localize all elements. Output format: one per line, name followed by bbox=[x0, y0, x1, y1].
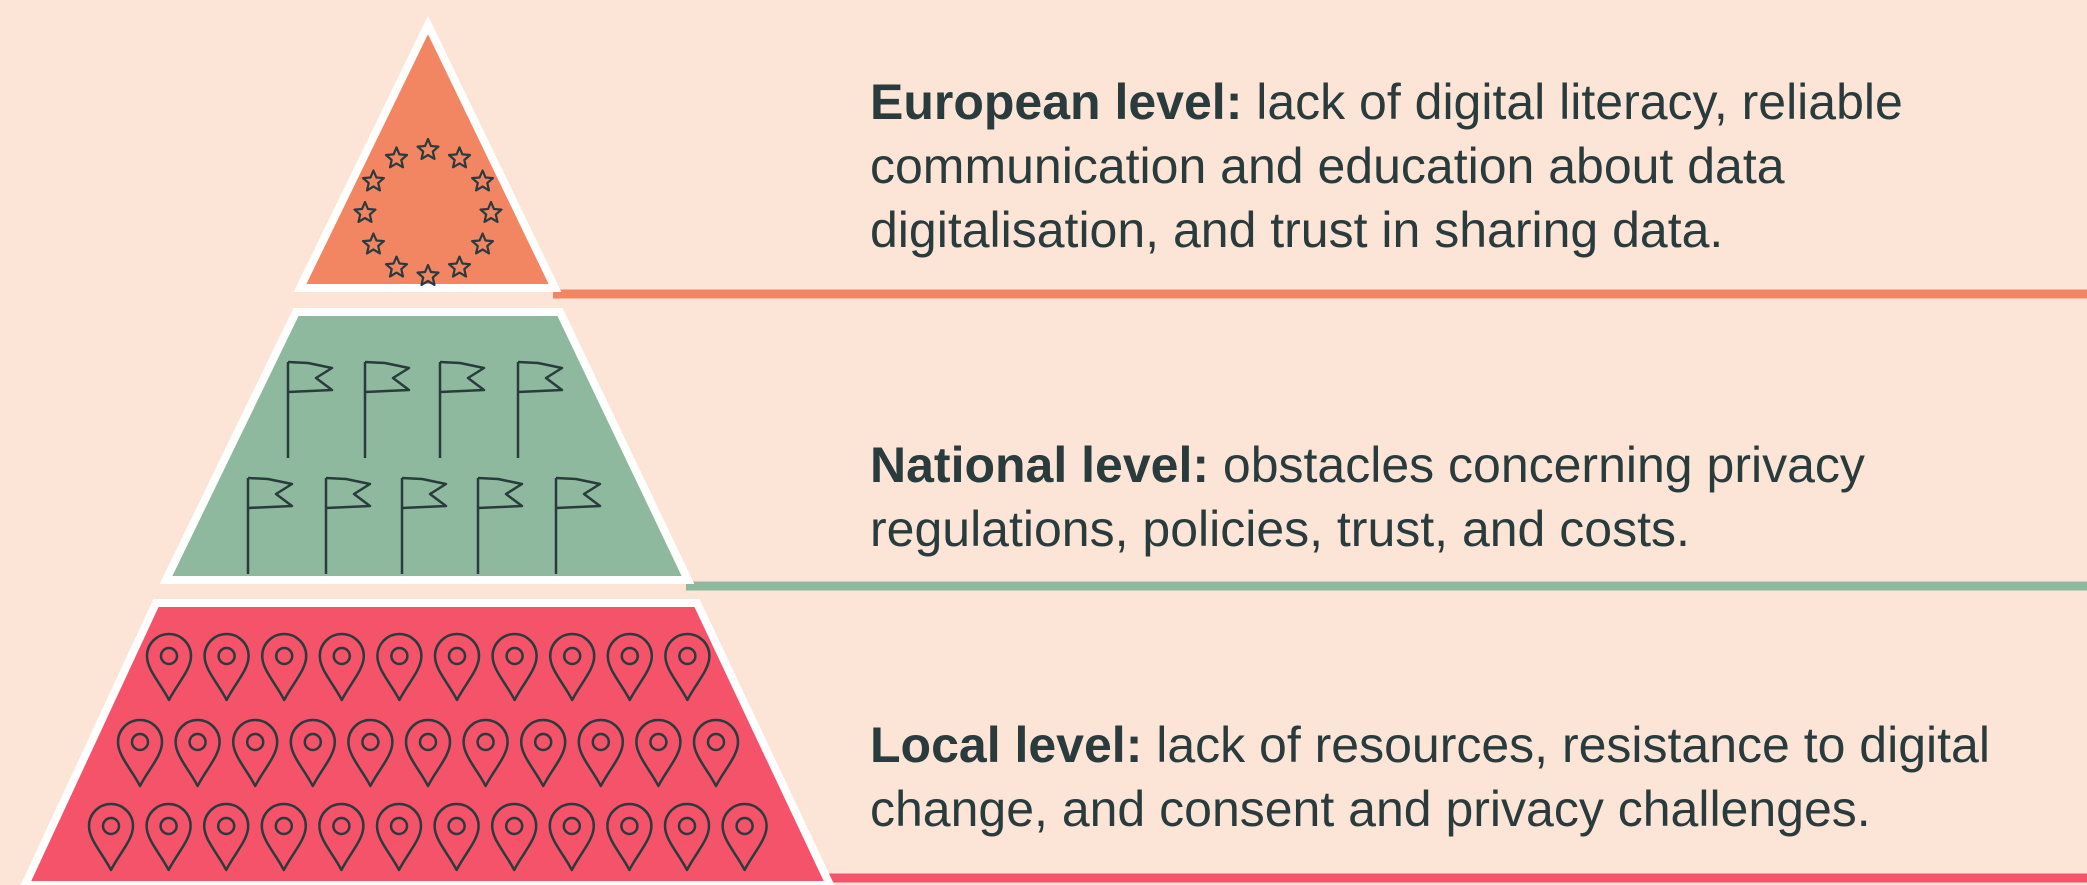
eu-stars-circle bbox=[353, 137, 503, 286]
map-pin-icon bbox=[203, 632, 250, 702]
map-pin-icon bbox=[548, 802, 596, 872]
european-level-label: European level: bbox=[870, 74, 1243, 130]
star-icon bbox=[471, 169, 495, 192]
map-pin-icon bbox=[145, 632, 193, 702]
flag-icon bbox=[516, 360, 564, 458]
national-level-text: National level: obstacles concerning pri… bbox=[870, 433, 2060, 561]
map-pins-group bbox=[87, 632, 768, 872]
map-pin-icon bbox=[260, 802, 308, 872]
map-pin-icon bbox=[519, 718, 567, 788]
map-pin-icon bbox=[174, 718, 221, 788]
flag-icon bbox=[363, 360, 411, 458]
map-pin-icon bbox=[87, 802, 135, 872]
flag-icon bbox=[476, 476, 524, 574]
map-pin-icon bbox=[664, 632, 711, 702]
flag-icon bbox=[400, 476, 448, 574]
map-pin-icon bbox=[145, 802, 192, 872]
star-icon bbox=[416, 263, 440, 286]
local-level-description: lack of resources, resistance to digital… bbox=[870, 717, 1990, 837]
map-pin-icon bbox=[692, 718, 740, 788]
map-pin-icon bbox=[375, 802, 423, 872]
star-icon bbox=[361, 232, 385, 255]
map-pin-icon bbox=[548, 632, 596, 702]
map-pin-icon bbox=[606, 802, 653, 872]
local-level-text: Local level: lack of resources, resistan… bbox=[870, 713, 2060, 841]
star-icon bbox=[361, 169, 385, 192]
map-pin-icon bbox=[433, 802, 480, 872]
map-pin-icon bbox=[347, 718, 394, 788]
national-level-label: National level: bbox=[870, 437, 1209, 493]
map-pin-icon bbox=[490, 802, 538, 872]
european-level-description: lack of digital literacy, reliable commu… bbox=[870, 74, 1903, 258]
star-icon bbox=[447, 146, 472, 169]
flag-icon bbox=[246, 476, 294, 574]
map-pin-icon bbox=[318, 802, 365, 872]
map-pin-icon bbox=[491, 632, 538, 702]
flag-icon bbox=[438, 360, 486, 458]
star-icon bbox=[479, 200, 503, 223]
map-pin-icon bbox=[202, 802, 250, 872]
star-icon bbox=[384, 146, 409, 169]
star-icon bbox=[447, 255, 472, 278]
map-pin-icon bbox=[433, 632, 481, 702]
flag-icon bbox=[554, 476, 602, 574]
star-icon bbox=[416, 137, 440, 160]
local-tier bbox=[20, 599, 835, 885]
local-level-label: Local level: bbox=[870, 717, 1143, 773]
star-icon bbox=[384, 255, 409, 278]
star-icon bbox=[353, 200, 377, 223]
map-pin-icon bbox=[231, 718, 279, 788]
flag-icon bbox=[286, 360, 334, 458]
map-pin-icon bbox=[577, 718, 625, 788]
european-level-text: European level: lack of digital literacy… bbox=[870, 70, 2060, 262]
flag-icon bbox=[324, 476, 372, 574]
map-pin-icon bbox=[289, 718, 337, 788]
map-pin-icon bbox=[318, 632, 366, 702]
flags-group bbox=[246, 360, 602, 574]
national-level-description: obstacles concerning privacy regulations… bbox=[870, 437, 1865, 557]
map-pin-icon bbox=[376, 632, 423, 702]
map-pin-icon bbox=[635, 718, 682, 788]
star-icon bbox=[471, 232, 495, 255]
map-pin-icon bbox=[721, 802, 768, 872]
map-pin-icon bbox=[462, 718, 509, 788]
map-pin-icon bbox=[404, 718, 452, 788]
map-pin-icon bbox=[606, 632, 654, 702]
map-pin-icon bbox=[663, 802, 711, 872]
map-pin-icon bbox=[260, 632, 308, 702]
map-pin-icon bbox=[116, 718, 164, 788]
national-tier bbox=[159, 308, 695, 584]
